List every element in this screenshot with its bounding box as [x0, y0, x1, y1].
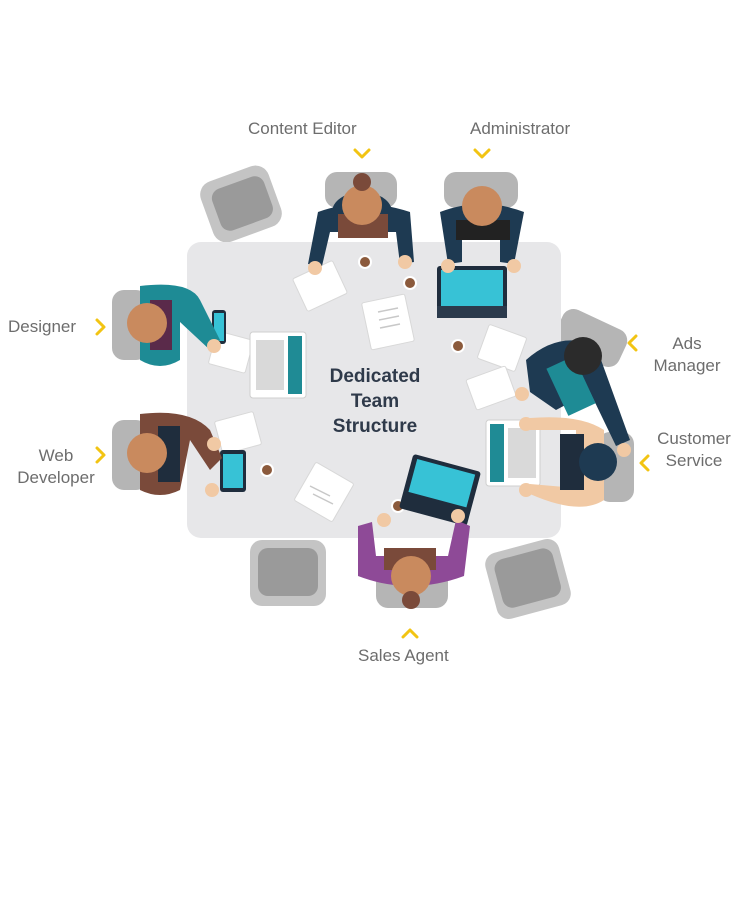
role-label-web-developer-line1: Web: [38, 446, 74, 465]
person-designer: [127, 284, 221, 366]
role-label-web-developer-line2: Developer: [17, 468, 95, 487]
paper-lines: [309, 307, 401, 505]
chevron-right-icon: [95, 318, 106, 336]
chair-bottom-left: [250, 540, 326, 606]
person-ads-manager: [515, 337, 631, 457]
chevron-down-icon: [353, 148, 371, 159]
role-label-customer-service: Customer Service: [650, 428, 738, 472]
laptop-administrator: [437, 266, 507, 318]
laptop-sales-agent: [399, 454, 481, 526]
chair-top-left: [200, 165, 282, 243]
tablets: [212, 310, 246, 492]
chevron-left-icon: [639, 454, 650, 472]
laptop-designer: [249, 331, 307, 399]
role-label-customer-service-line1: Customer: [657, 429, 731, 448]
diagram-title-line2: Team: [350, 391, 400, 412]
role-label-customer-service-line2: Service: [665, 451, 723, 470]
role-label-ads-manager-line1: Ads: [672, 334, 702, 353]
chevron-left-icon: [627, 334, 638, 352]
chevron-up-icon: [401, 628, 419, 639]
person-content-editor: [308, 173, 414, 275]
laptop-customer-service: [485, 419, 541, 487]
role-label-sales-agent: Sales Agent: [358, 646, 449, 665]
chevron-right-icon: [95, 446, 106, 464]
diagram-title-line1: Dedicated: [329, 366, 421, 387]
role-label-administrator: Administrator: [470, 119, 571, 138]
chair-bottom-right: [485, 539, 571, 619]
role-label-designer: Designer: [8, 317, 77, 336]
person-sales-agent: [358, 509, 470, 609]
diagram-title: Dedicated Team Structure: [300, 364, 450, 439]
role-label-web-developer: Web Developer: [11, 445, 101, 489]
role-label-ads-manager: Ads Manager: [646, 333, 728, 377]
chair-ads-manager: [554, 309, 628, 367]
person-administrator: [440, 186, 524, 273]
chevron-down-icon: [473, 148, 491, 159]
role-label-content-editor: Content Editor: [248, 119, 357, 138]
role-label-ads-manager-line2: Manager: [653, 356, 721, 375]
person-customer-service: [519, 417, 617, 507]
person-web-developer: [127, 412, 222, 497]
diagram-title-line3: Structure: [332, 416, 418, 437]
